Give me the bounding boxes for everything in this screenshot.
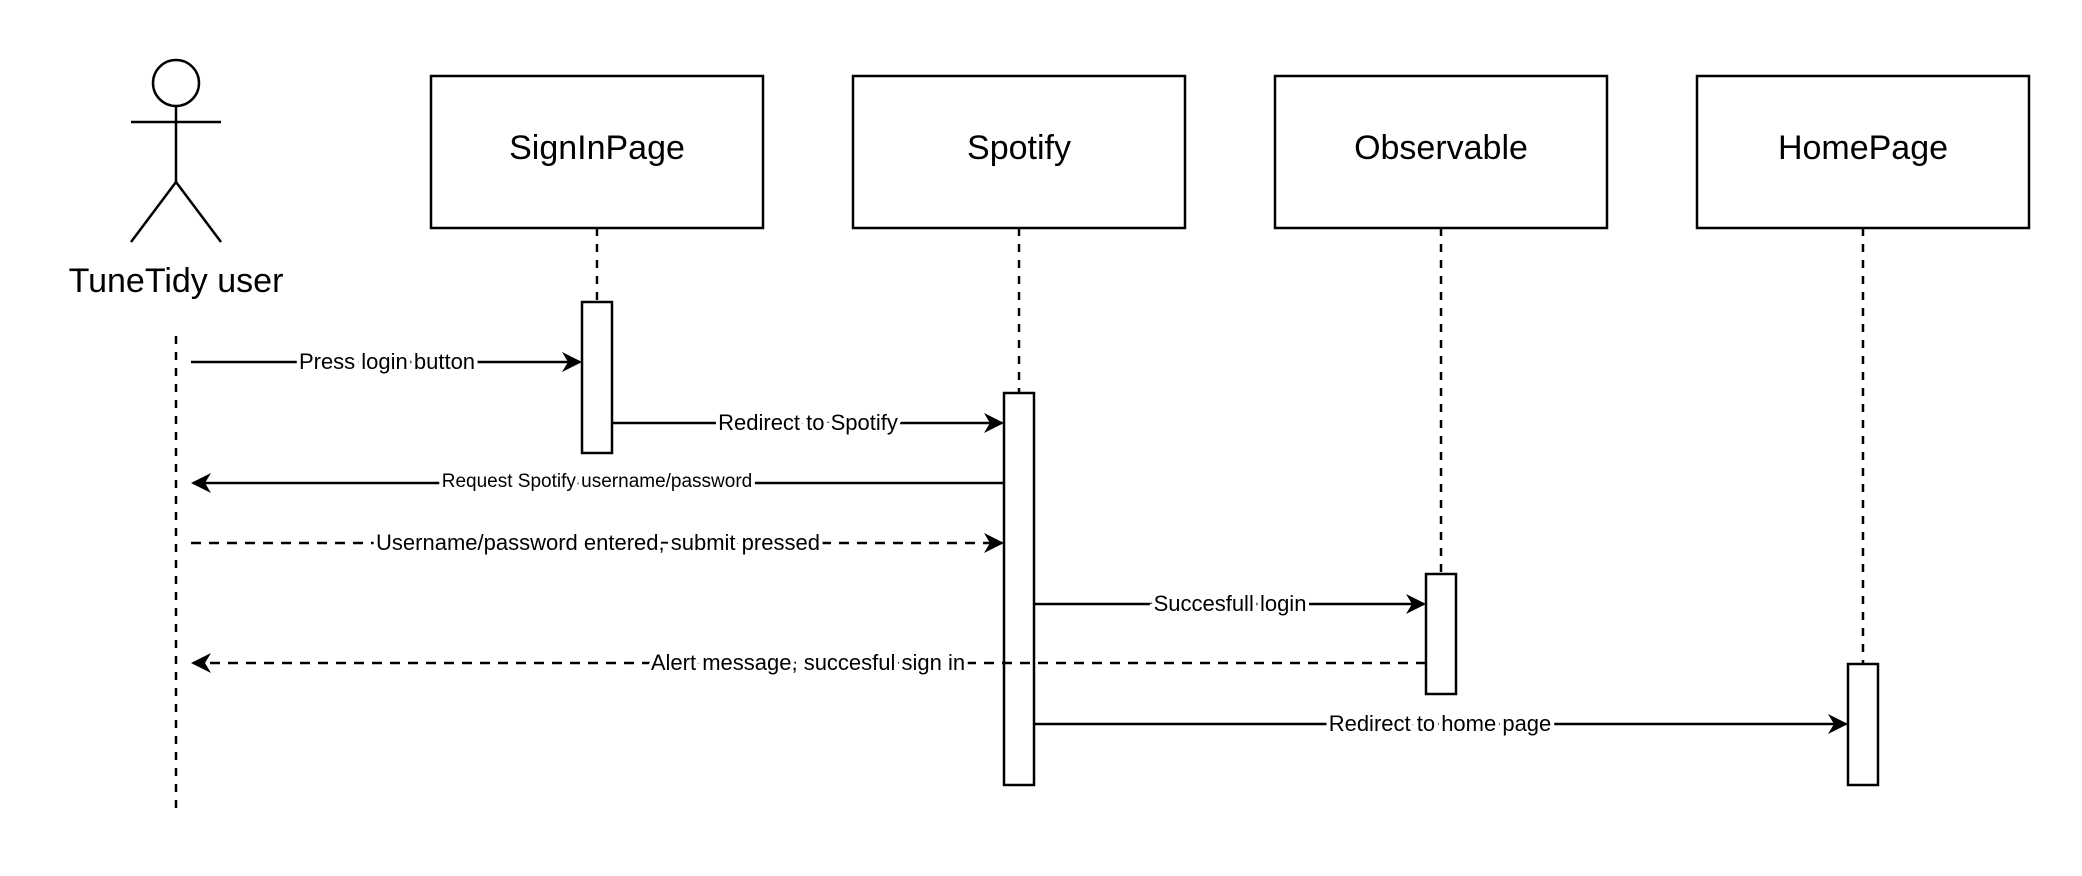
stick-figure-icon: [130, 58, 222, 243]
message-press-login: Press login button: [191, 345, 582, 378]
participant-signin: SignInPage: [429, 74, 765, 230]
participant-box: [1695, 74, 2031, 230]
activation-bar-spotify: [1002, 391, 1036, 787]
actor-tunetidy-user: TuneTidy user: [69, 58, 284, 300]
message-label: Username/password entered, submit presse…: [376, 530, 820, 555]
message-redirect-spotify: Redirect to Spotify: [612, 406, 1004, 439]
participant-box: [1273, 74, 1609, 230]
message-label: Succesfull login: [1154, 591, 1307, 616]
message-request-credentials: Request Spotify username/password: [191, 467, 1004, 496]
participant-box: [429, 74, 765, 230]
participant-label: Spotify: [967, 129, 1071, 167]
actor-label: TuneTidy user: [69, 262, 284, 300]
participant-box: [851, 74, 1187, 230]
participant-label: SignInPage: [509, 129, 685, 167]
message-credentials-entered: Username/password entered, submit presse…: [191, 526, 1004, 559]
message-redirect-home: Redirect to home page: [1034, 707, 1848, 740]
activation-bar-observable: [1424, 572, 1458, 696]
message-label: Press login button: [299, 349, 475, 374]
message-label: Alert message, succesful sign in: [651, 650, 965, 675]
participant-spotify: Spotify: [851, 74, 1187, 230]
participant-label: HomePage: [1778, 129, 1948, 167]
participant-label: Observable: [1354, 129, 1528, 167]
activation-bar-signin: [580, 300, 614, 455]
message-label: Redirect to Spotify: [718, 410, 898, 435]
participant-homepage: HomePage: [1695, 74, 2031, 230]
activation-bar-homepage: [1846, 662, 1880, 787]
message-label: Redirect to home page: [1329, 711, 1552, 736]
message-label: Request Spotify username/password: [442, 471, 753, 492]
message-successful-login: Succesfull login: [1034, 587, 1426, 620]
participant-observable: Observable: [1273, 74, 1609, 230]
message-alert-success: Alert message, succesful sign in: [191, 646, 1426, 679]
